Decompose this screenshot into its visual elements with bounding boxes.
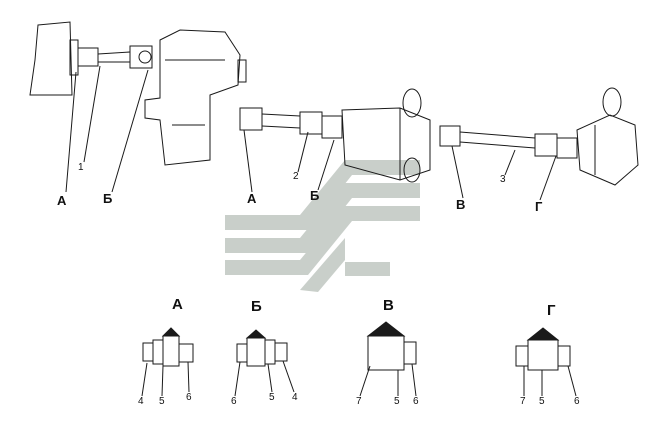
- engine-block: [29, 21, 73, 96]
- label-b-second: Б: [310, 188, 320, 203]
- callout-g-3: 6: [574, 396, 580, 407]
- section-title-v: В: [383, 297, 394, 314]
- callout-g-1: 7: [520, 396, 526, 407]
- section-title-b: Б: [251, 298, 262, 315]
- label-a-main: А: [57, 193, 67, 208]
- driveshaft-2: [239, 107, 343, 139]
- section-title-a: А: [172, 296, 183, 313]
- callout-v-1: 7: [356, 396, 362, 407]
- callout-a-2: 5: [159, 396, 165, 407]
- label-g-main: Г: [535, 199, 543, 214]
- label-v-main: В: [456, 197, 466, 212]
- callout-b-1: 6: [231, 396, 237, 407]
- part-number-2: 2: [293, 171, 299, 182]
- callout-a-3: 6: [186, 392, 192, 403]
- section-title-g: Г: [547, 302, 556, 319]
- label-b-main: Б: [103, 191, 113, 206]
- section-v-detail: [359, 321, 417, 397]
- callout-b-2: 5: [269, 392, 275, 403]
- label-a-second: А: [247, 191, 257, 206]
- callout-v-3: 6: [413, 396, 419, 407]
- part-number-1: 1: [78, 162, 84, 173]
- rear-axle: [576, 87, 639, 186]
- driveshaft-1: [77, 45, 153, 69]
- transfer-case: [144, 29, 241, 166]
- callout-a-1: 4: [138, 396, 144, 407]
- driveshaft-3: [439, 125, 578, 159]
- leader-lines: [65, 65, 557, 201]
- section-a-detail: [141, 327, 194, 397]
- transfer-flange: [237, 59, 247, 83]
- middle-axle: [341, 88, 431, 183]
- part-number-3: 3: [500, 174, 506, 185]
- watermark-logo: [225, 160, 420, 292]
- section-g-detail: [515, 327, 577, 397]
- callout-b-3: 4: [292, 392, 298, 403]
- callout-v-2: 5: [394, 396, 400, 407]
- section-b-detail: [234, 329, 295, 397]
- callout-g-2: 5: [539, 396, 545, 407]
